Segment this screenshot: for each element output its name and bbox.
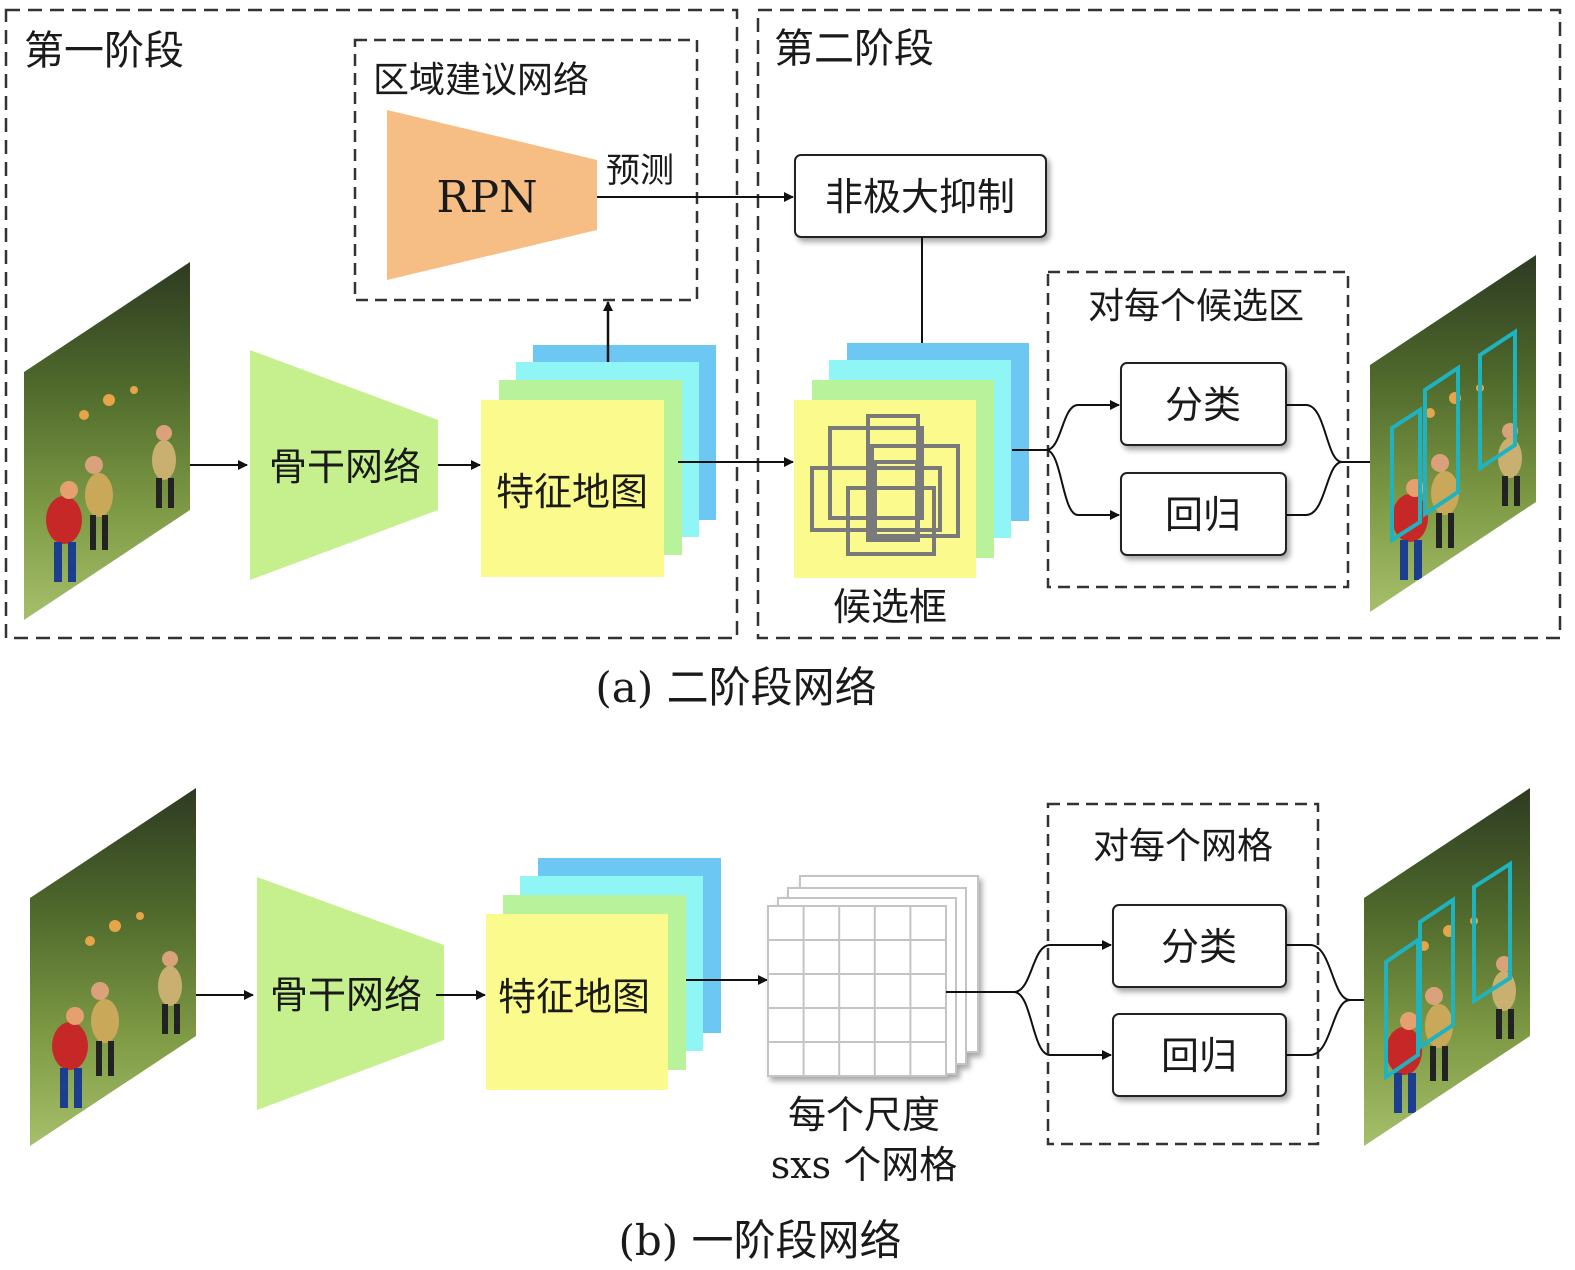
grid-label-line1: 每个尺度: [788, 1093, 940, 1137]
feature-map-stack-a: [481, 345, 716, 577]
backbone-trapezoid-a: [250, 350, 438, 580]
regress-label-a: 回归: [1165, 493, 1241, 537]
per-grid-frame: [1046, 802, 1320, 1146]
fork-connector-a: [1012, 404, 1118, 516]
backbone-label-b: 骨干网络: [270, 973, 422, 1017]
grid-label-line2: sxs 个网格: [771, 1143, 958, 1187]
input-image-a: [24, 262, 190, 620]
regress-label-b: 回归: [1161, 1034, 1237, 1078]
output-image-a: [1370, 255, 1536, 612]
merge-connector-a: [1286, 404, 1390, 516]
nms-box: [794, 154, 1047, 238]
caption-a: (a) 二阶段网络: [595, 663, 876, 712]
stage1-frame: [4, 8, 739, 640]
rpn-label: RPN: [436, 172, 537, 223]
rpn-trapezoid: [387, 110, 597, 280]
per-candidate-label: 对每个候选区: [1088, 286, 1304, 327]
per-candidate-frame: [1046, 270, 1350, 589]
feature-map-label-b: 特征地图: [498, 975, 650, 1019]
stage1-label: 第一阶段: [24, 28, 184, 74]
rpn-group-label: 区域建议网络: [373, 60, 589, 101]
grid-stack: [767, 875, 979, 1077]
merge-connector-b: [1286, 944, 1385, 1056]
candidate-stack: [794, 343, 1029, 578]
feature-map-label-a: 特征地图: [496, 470, 648, 514]
nms-label: 非极大抑制: [825, 175, 1015, 219]
predict-label: 预测: [606, 151, 674, 191]
feature-map-stack-b: [486, 858, 721, 1090]
caption-b: (b) 一阶段网络: [618, 1216, 901, 1265]
fork-connector-b: [946, 944, 1108, 1056]
output-image-b: [1364, 788, 1530, 1146]
backbone-label-a: 骨干网络: [269, 445, 421, 489]
input-image-b: [30, 788, 196, 1146]
candidate-box-label: 候选框: [833, 585, 947, 629]
stage2-frame: [756, 8, 1562, 640]
backbone-trapezoid-b: [257, 877, 444, 1110]
stage2-label: 第二阶段: [774, 26, 934, 72]
classify-label-b: 分类: [1161, 925, 1237, 969]
classify-label-a: 分类: [1165, 383, 1241, 427]
rpn-group-frame: [353, 38, 699, 302]
per-grid-label: 对每个网格: [1093, 826, 1273, 867]
